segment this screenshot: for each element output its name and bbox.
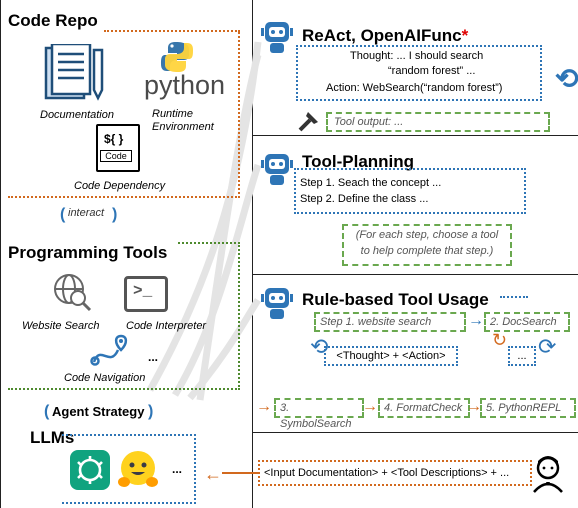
- programming-tools-box-top: [178, 242, 240, 244]
- left-border: [0, 0, 1, 508]
- code-badge-label: Code: [100, 150, 132, 162]
- website-search-label: Website Search: [22, 320, 100, 332]
- robot-icon: [261, 288, 293, 319]
- programming-tools-box: [8, 242, 240, 390]
- code-dependency-label: Code Dependency: [74, 180, 166, 192]
- documentation-icon: [44, 44, 104, 101]
- planning-note-line1: (For each step, choose a tool: [355, 229, 499, 241]
- rule-orange-arrow-icon: →: [466, 398, 482, 415]
- react-action-line: Action: WebSearch(“random forest”): [326, 82, 503, 94]
- code-brace-text: ${ }: [104, 132, 124, 146]
- tools-icon: [298, 112, 318, 132]
- code-navigation-label: Code Navigation: [64, 372, 146, 384]
- rule-arrow-1-icon: →: [468, 312, 484, 329]
- react-title: ReAct, OpenAIFunc*: [302, 26, 468, 46]
- rule-orange-curve-icon: ↻: [492, 330, 508, 350]
- code-repo-title: Code Repo: [8, 11, 98, 30]
- rule-loop-left-icon: ⟲: [310, 334, 329, 359]
- python-wordmark: python: [144, 70, 226, 100]
- center-divider: [252, 0, 253, 508]
- react-thought-line2: “random forest” ...: [388, 65, 476, 77]
- symbol-search-box: 3. SymbolSearch: [274, 398, 364, 430]
- llms-title: LLMs: [30, 428, 75, 447]
- format-check-box: 4. FormatCheck: [378, 398, 470, 418]
- react-box: [296, 45, 542, 101]
- python-repl-box: 5. PythonREPL: [480, 398, 576, 418]
- input-arrow-icon: ←: [204, 464, 222, 484]
- input-description-box: <Input Documentation> + <Tool Descriptio…: [258, 460, 532, 486]
- code-repo-box: [8, 32, 240, 198]
- code-dependency-icon: ${ } Code: [96, 124, 140, 172]
- input-arrow-line: [222, 472, 258, 474]
- planning-note-box: [342, 224, 512, 266]
- documentation-label: Documentation: [40, 109, 114, 121]
- code-interpreter-label: Code Interpreter: [126, 320, 207, 332]
- tool-planning-box: [294, 168, 526, 214]
- rule-step2-box: 2. DocSearch: [484, 312, 570, 332]
- tool-output-box: Tool output: ...: [326, 112, 550, 132]
- rule-title-dots: [500, 296, 528, 298]
- terminal-icon: >_: [124, 276, 168, 312]
- programming-tools-title: Programming Tools: [8, 243, 168, 262]
- interact-arrows-right: ): [112, 206, 118, 223]
- planning-note-line2: to help complete that step.): [360, 245, 494, 257]
- openai-logo-icon: [70, 450, 110, 490]
- interact-label: interact: [68, 207, 105, 219]
- planning-step1: Step 1. Seach the concept ...: [300, 177, 442, 189]
- robot-icon: [261, 154, 293, 185]
- rule-step1-box: Step 1. website search: [314, 312, 466, 332]
- react-thought-line1: Thought: ... I should search: [350, 50, 484, 62]
- rule-based-title: Rule-based Tool Usage: [302, 290, 489, 309]
- react-asterisk: *: [461, 26, 469, 45]
- code-repo-box-top: [104, 30, 240, 32]
- tool-planning-title: Tool-Planning: [302, 152, 415, 171]
- planning-step2: Step 2. Define the class ...: [300, 193, 429, 205]
- react-title-text: ReAct, OpenAIFunc: [302, 26, 462, 45]
- llms-box: [62, 434, 196, 504]
- divider-planning: [252, 274, 578, 275]
- strategy-arrow-left: (: [44, 403, 50, 420]
- rule-loop-right-icon: ⟳: [538, 334, 557, 359]
- code-navigation-icon: [90, 334, 128, 366]
- rule-ellipsis-box: ...: [508, 346, 536, 366]
- interact-arrows: (: [60, 206, 66, 223]
- runtime-environment-label: Runtime Environment: [152, 108, 214, 133]
- huggingface-logo-icon: [118, 451, 158, 487]
- thought-action-box: <Thought> + <Action>: [324, 346, 458, 366]
- rule-orange-arrow-icon: →: [362, 398, 378, 415]
- divider-react: [252, 135, 578, 136]
- tools-ellipsis: ...: [148, 350, 159, 364]
- globe-search-icon: [54, 274, 92, 312]
- loop-arrow-icon: ⟲: [555, 63, 578, 94]
- agent-strategy-label: Agent Strategy: [52, 404, 145, 419]
- llms-ellipsis: ...: [172, 462, 183, 476]
- rule-orange-arrow-icon: →: [256, 398, 272, 415]
- divider-rule: [252, 432, 578, 433]
- user-avatar-icon: [533, 456, 563, 493]
- strategy-arrow-right: ): [148, 403, 154, 420]
- robot-icon: [261, 22, 293, 53]
- python-logo-icon: [161, 42, 193, 72]
